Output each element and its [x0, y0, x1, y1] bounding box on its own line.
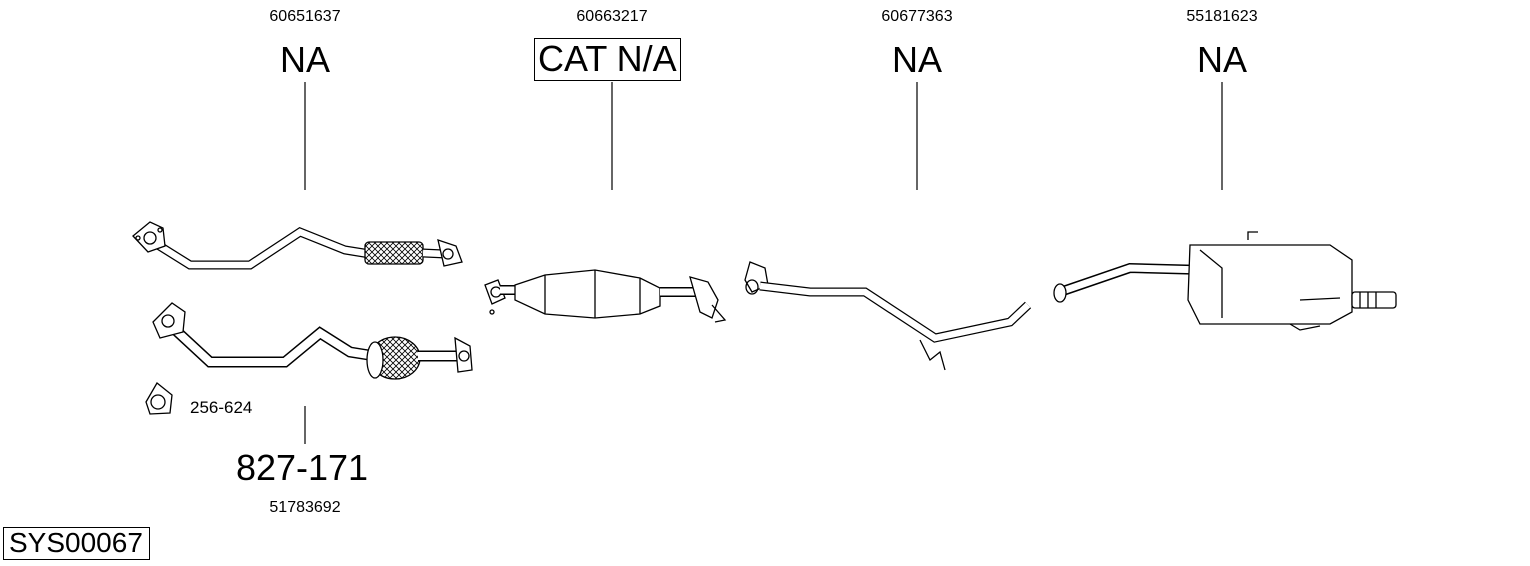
oe-number-part-1: 60651637: [269, 8, 341, 25]
middle-pipe: [744, 261, 1032, 371]
front-pipe-lower: [152, 302, 473, 380]
availability-label-part-3: NA: [891, 39, 942, 80]
oe-number-part-2: 60663217: [576, 8, 648, 25]
rear-silencer: [1053, 231, 1397, 331]
catalytic-converter: [484, 269, 727, 323]
oe-number-part-3: 60677363: [881, 8, 953, 25]
leader-lines: [304, 82, 1223, 444]
gasket-label: 256-624: [190, 398, 253, 417]
system-id-box: SYS00067: [3, 527, 150, 560]
front-pipe-upper: [132, 221, 463, 270]
availability-label-part-1: NA: [279, 39, 330, 80]
availability-label-part-4: NA: [1196, 39, 1247, 80]
alt-part-oe-number: 51783692: [269, 499, 341, 516]
gasket-icon: [145, 382, 173, 415]
alt-part-label: 827-171: [235, 447, 369, 488]
availability-label-part-2: CAT N/A: [534, 38, 681, 81]
oe-number-part-4: 55181623: [1186, 8, 1258, 25]
